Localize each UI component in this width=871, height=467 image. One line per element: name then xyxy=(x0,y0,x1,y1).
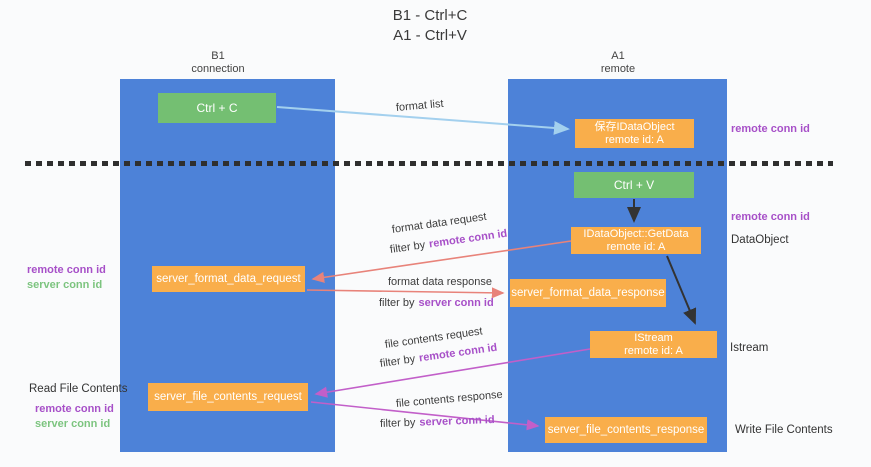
node-file-request: server_file_contents_request xyxy=(148,383,308,411)
arrow-format-request-to-response xyxy=(306,287,505,299)
column-a1-role: remote xyxy=(600,63,636,75)
title-line-2: A1 - Ctrl+V xyxy=(393,27,467,44)
label-remote-conn-id-right-top: remote conn id xyxy=(731,123,810,135)
node-getdata: IDataObject::GetData remote id: A xyxy=(571,227,701,254)
label-write-file-contents: Write File Contents xyxy=(735,424,833,436)
filter-prefix: filter by xyxy=(379,353,416,370)
node-format-response: server_format_data_response xyxy=(510,279,666,307)
node-ctrl-c: Ctrl + C xyxy=(158,93,276,123)
node-file-request-label: server_file_contents_request xyxy=(154,390,302,403)
node-save-dataobject: 保存IDataObject remote id: A xyxy=(575,119,694,148)
column-a1-name: A1 xyxy=(611,50,625,62)
filter-prefix: filter by xyxy=(379,416,416,430)
node-ctrl-c-label: Ctrl + C xyxy=(196,100,238,115)
annotation-format-response-label: format data response xyxy=(388,276,492,288)
annotation-format-list: format list xyxy=(395,97,445,114)
node-format-request: server_format_data_request xyxy=(152,266,305,292)
column-b1-name: B1 xyxy=(211,50,225,62)
column-header-a1: A1 remote xyxy=(558,50,678,76)
label-istream: Istream xyxy=(730,342,769,354)
label-remote-conn-id-right-mid: remote conn id xyxy=(731,211,810,223)
node-save-dataobject-subtitle: remote id: A xyxy=(605,133,664,146)
node-ctrl-v: Ctrl + V xyxy=(574,172,694,198)
conn-id-group-left-top: remote conn id server conn id xyxy=(27,263,106,293)
annotation-file-response-label: file contents response xyxy=(395,388,504,410)
node-getdata-subtitle: remote id: A xyxy=(606,240,666,253)
label-remote-conn-id-left-top: remote conn id xyxy=(27,264,106,276)
title-line-1: B1 - Ctrl+C xyxy=(392,7,468,24)
label-remote-conn-id-left-bottom: remote conn id xyxy=(35,403,114,415)
node-save-dataobject-title: 保存IDataObject xyxy=(594,120,675,133)
node-format-request-label: server_format_data_request xyxy=(156,272,301,285)
label-read-file-contents: Read File Contents xyxy=(29,383,128,395)
node-ctrl-v-label: Ctrl + V xyxy=(613,177,655,192)
node-istream-subtitle: remote id: A xyxy=(624,344,683,357)
node-format-response-label: server_format_data_response xyxy=(511,286,665,299)
node-file-response: server_file_contents_response xyxy=(545,417,707,443)
filter-key: remote conn id xyxy=(418,341,498,365)
page-title: B1 - Ctrl+C A1 - Ctrl+V xyxy=(330,6,530,46)
filter-key: server conn id xyxy=(418,297,494,309)
node-getdata-title: IDataObject::GetData xyxy=(583,227,689,240)
label-dataobject: DataObject xyxy=(731,234,789,246)
filter-prefix: filter by xyxy=(389,239,426,256)
column-b1-role: connection xyxy=(191,63,245,75)
node-istream: IStream remote id: A xyxy=(590,331,717,358)
conn-id-group-left-bottom: remote conn id server conn id xyxy=(35,402,114,432)
label-server-conn-id-left-bottom: server conn id xyxy=(35,418,111,430)
column-header-b1: B1 connection xyxy=(158,50,278,76)
node-file-response-label: server_file_contents_response xyxy=(547,423,705,436)
filter-key: remote conn id xyxy=(428,227,508,251)
filter-key: server conn id xyxy=(419,414,495,429)
filter-prefix: filter by xyxy=(379,297,415,309)
label-server-conn-id-left-top: server conn id xyxy=(27,279,103,291)
separator-dashed-line xyxy=(25,161,833,166)
node-istream-title: IStream xyxy=(634,331,673,344)
